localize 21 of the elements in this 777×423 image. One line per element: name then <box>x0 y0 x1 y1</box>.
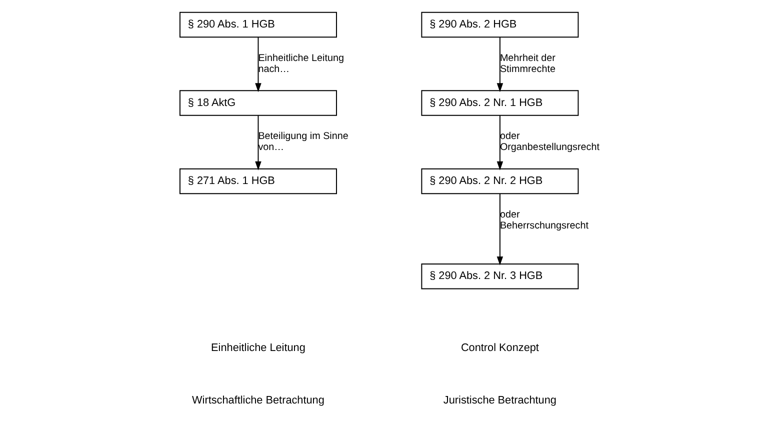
label: Control Konzept <box>460 342 539 354</box>
arrow <box>255 115 262 170</box>
node-box: § 290 Abs. 2 Nr. 2 HGB <box>421 168 579 194</box>
edge-label: Einheitliche Leitung nach… <box>258 52 344 75</box>
node-box: § 271 Abs. 1 HGB <box>179 168 337 194</box>
edge-label: oder Organbestellungsrecht <box>500 131 600 154</box>
arrow <box>496 115 504 170</box>
edge-label: oder Beherrschungsrecht <box>500 209 588 232</box>
node-box: § 290 Abs. 2 Nr. 1 HGB <box>421 90 579 116</box>
node-box: § 18 AktG <box>179 90 337 116</box>
label: Juristische Betrachtung <box>443 394 556 406</box>
arrow <box>496 193 504 266</box>
edge-label: Mehrheit der Stimmrechte <box>500 52 556 75</box>
edge-label: Beteiligung im Sinne von… <box>258 131 348 154</box>
arrow <box>255 36 262 92</box>
node-box: § 290 Abs. 2 HGB <box>421 12 579 38</box>
label: Einheitliche Leitung <box>211 342 306 354</box>
arrow <box>496 36 504 92</box>
node-box: § 290 Abs. 1 HGB <box>179 12 337 38</box>
label: Wirtschaftliche Betrachtung <box>192 394 324 406</box>
node-box: § 290 Abs. 2 Nr. 3 HGB <box>421 264 579 290</box>
